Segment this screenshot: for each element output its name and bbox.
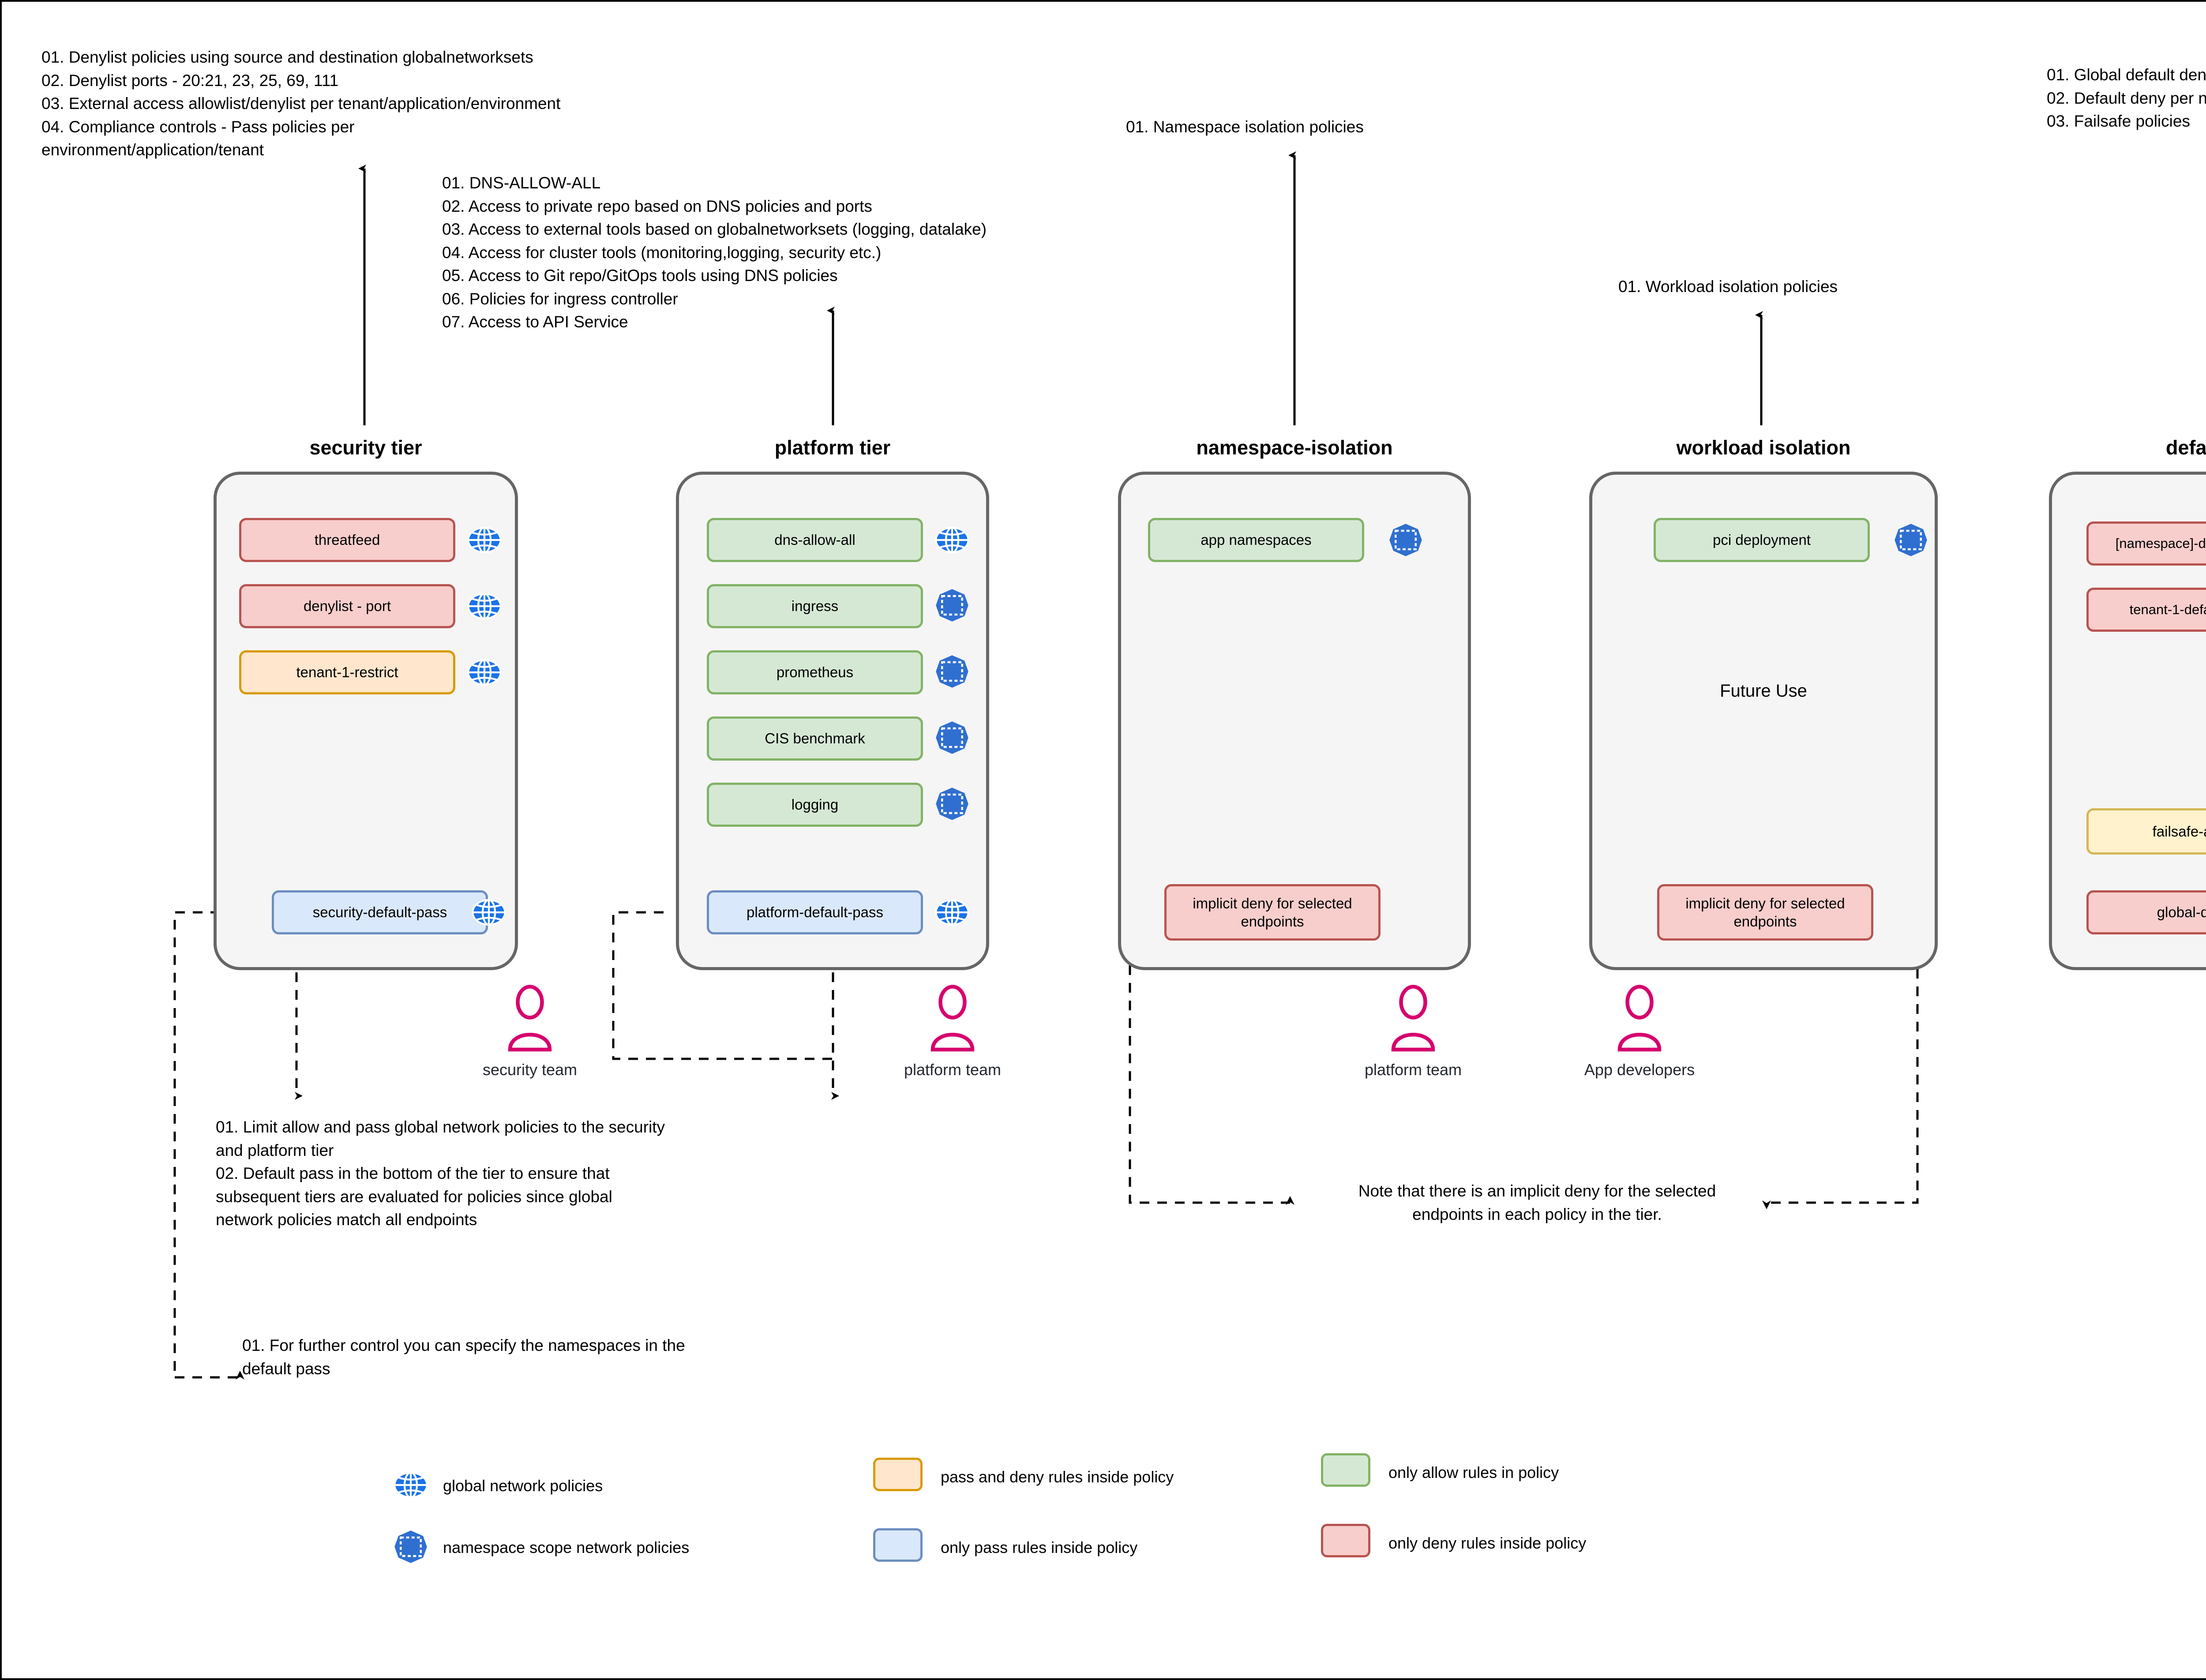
tier-title-workload-isolation: workload isolation xyxy=(1676,436,1851,459)
default-tier-annotation: 01. Global default deny 02. Default deny… xyxy=(2047,66,2206,131)
legend-swatch-only-deny xyxy=(1321,1524,1370,1557)
tier-namespace-isolation: namespace-isolation xyxy=(1118,436,1471,459)
policy-threatfeed[interactable]: threatfeed xyxy=(239,518,455,562)
namespace-isolation-annotation: 01. Namespace isolation policies xyxy=(1126,118,1364,136)
policy-pci-deployment[interactable]: pci deployment xyxy=(1654,518,1870,562)
legend-icon-namespace-scope xyxy=(392,1528,429,1565)
platform-tier-annotation: 01. DNS-ALLOW-ALL 02. Access to private … xyxy=(442,174,987,331)
namespace-scope-icon xyxy=(1892,521,1929,559)
legend-label-namespace-scope-policies: namespace scope network policies xyxy=(443,1538,690,1556)
person-label-platform-team-2: platform team xyxy=(1364,1061,1462,1079)
legend-label-only-allow: only allow rules in policy xyxy=(1388,1463,1559,1481)
namespace-scope-icon xyxy=(934,785,971,822)
legend-swatch-only-pass xyxy=(873,1528,923,1562)
policy-tenant-1-restrict[interactable]: tenant-1-restrict xyxy=(239,650,455,694)
globe-icon xyxy=(466,521,503,559)
globe-icon xyxy=(934,894,971,931)
policy-failsafe-allow[interactable]: failsafe-allow xyxy=(2086,808,2206,855)
tier-title-security: security tier xyxy=(309,436,422,459)
globe-icon xyxy=(934,521,971,559)
policy-denylist-port[interactable]: denylist - port xyxy=(239,584,455,628)
person-icon-app-developers xyxy=(1615,985,1664,1056)
legend-label-only-deny: only deny rules inside policy xyxy=(1388,1534,1587,1552)
legend-label-global-network-policies: global network policies xyxy=(443,1477,603,1495)
legend-icon-globe xyxy=(392,1466,429,1504)
person-label-app-developers: App developers xyxy=(1584,1061,1695,1079)
policy-dns-allow-all[interactable]: dns-allow-all xyxy=(707,518,923,562)
person-label-security-team-1: security team xyxy=(482,1061,578,1079)
tier-workload-isolation: workload isolation xyxy=(1589,436,1938,459)
globe-icon xyxy=(470,894,507,931)
tier-default-tier: default tier xyxy=(2049,436,2206,459)
namespace-scope-icon xyxy=(934,719,971,756)
legend-swatch-only-allow xyxy=(1321,1453,1370,1487)
tier-title-namespace-isolation: namespace-isolation xyxy=(1196,436,1393,459)
policy-platform-default-pass[interactable]: platform-default-pass xyxy=(707,890,923,934)
workload-isolation-annotation: 01. Workload isolation policies xyxy=(1618,278,1838,296)
policy-app-namespaces[interactable]: app namespaces xyxy=(1148,518,1364,562)
tier-platform-tier: platform tier xyxy=(676,436,989,459)
globe-icon xyxy=(466,654,503,691)
tier-title-default: default tier xyxy=(2165,436,2206,459)
globe-icon xyxy=(466,588,503,625)
policy-tenant-1-default-deny[interactable]: tenant-1-default-deny xyxy=(2086,588,2206,632)
policy-prometheus[interactable]: prometheus xyxy=(707,650,923,694)
tier-title-platform: platform tier xyxy=(774,436,891,459)
tier-box-security xyxy=(214,472,518,970)
namespace-scope-icon xyxy=(1387,521,1424,559)
namespace-scope-icon xyxy=(934,587,971,624)
legend-label-only-pass: only pass rules inside policy xyxy=(941,1538,1138,1556)
center-note: Note that there is an implicit deny for … xyxy=(1358,1182,1716,1223)
security-tier-annotation: 01. Denylist policies using source and d… xyxy=(41,48,561,159)
person-icon-security-team-1 xyxy=(506,985,554,1056)
bottom-left-note-2: 01. For further control you can specify … xyxy=(242,1336,685,1378)
legend-swatch-pass-and-deny xyxy=(873,1458,923,1491)
policy-global-deny[interactable]: global-deny xyxy=(2086,890,2206,934)
policy-cis-benchmark[interactable]: CIS benchmark xyxy=(707,716,923,761)
policy-namespace-default-deny[interactable]: [namespace]-default-deny xyxy=(2086,521,2206,566)
future-use-label: Future Use xyxy=(1720,681,1807,701)
person-icon-platform-team-2 xyxy=(1389,985,1437,1056)
policy-ingress[interactable]: ingress xyxy=(707,584,923,628)
policy-logging[interactable]: logging xyxy=(707,783,923,827)
person-label-platform-team-1: platform team xyxy=(904,1061,1002,1079)
policy-implicit-deny-namespace[interactable]: implicit deny for selected endpoints xyxy=(1164,884,1381,941)
policy-security-default-pass[interactable]: security-default-pass xyxy=(272,890,488,934)
policy-implicit-deny-workload[interactable]: implicit deny for selected endpoints xyxy=(1657,884,1873,941)
bottom-left-note: 01. Limit allow and pass global network … xyxy=(216,1118,665,1229)
tier-security-tier: security tier xyxy=(214,436,518,459)
legend-label-pass-and-deny: pass and deny rules inside policy xyxy=(941,1468,1174,1486)
person-icon-platform-team-1 xyxy=(928,985,977,1056)
namespace-scope-icon xyxy=(934,653,971,690)
